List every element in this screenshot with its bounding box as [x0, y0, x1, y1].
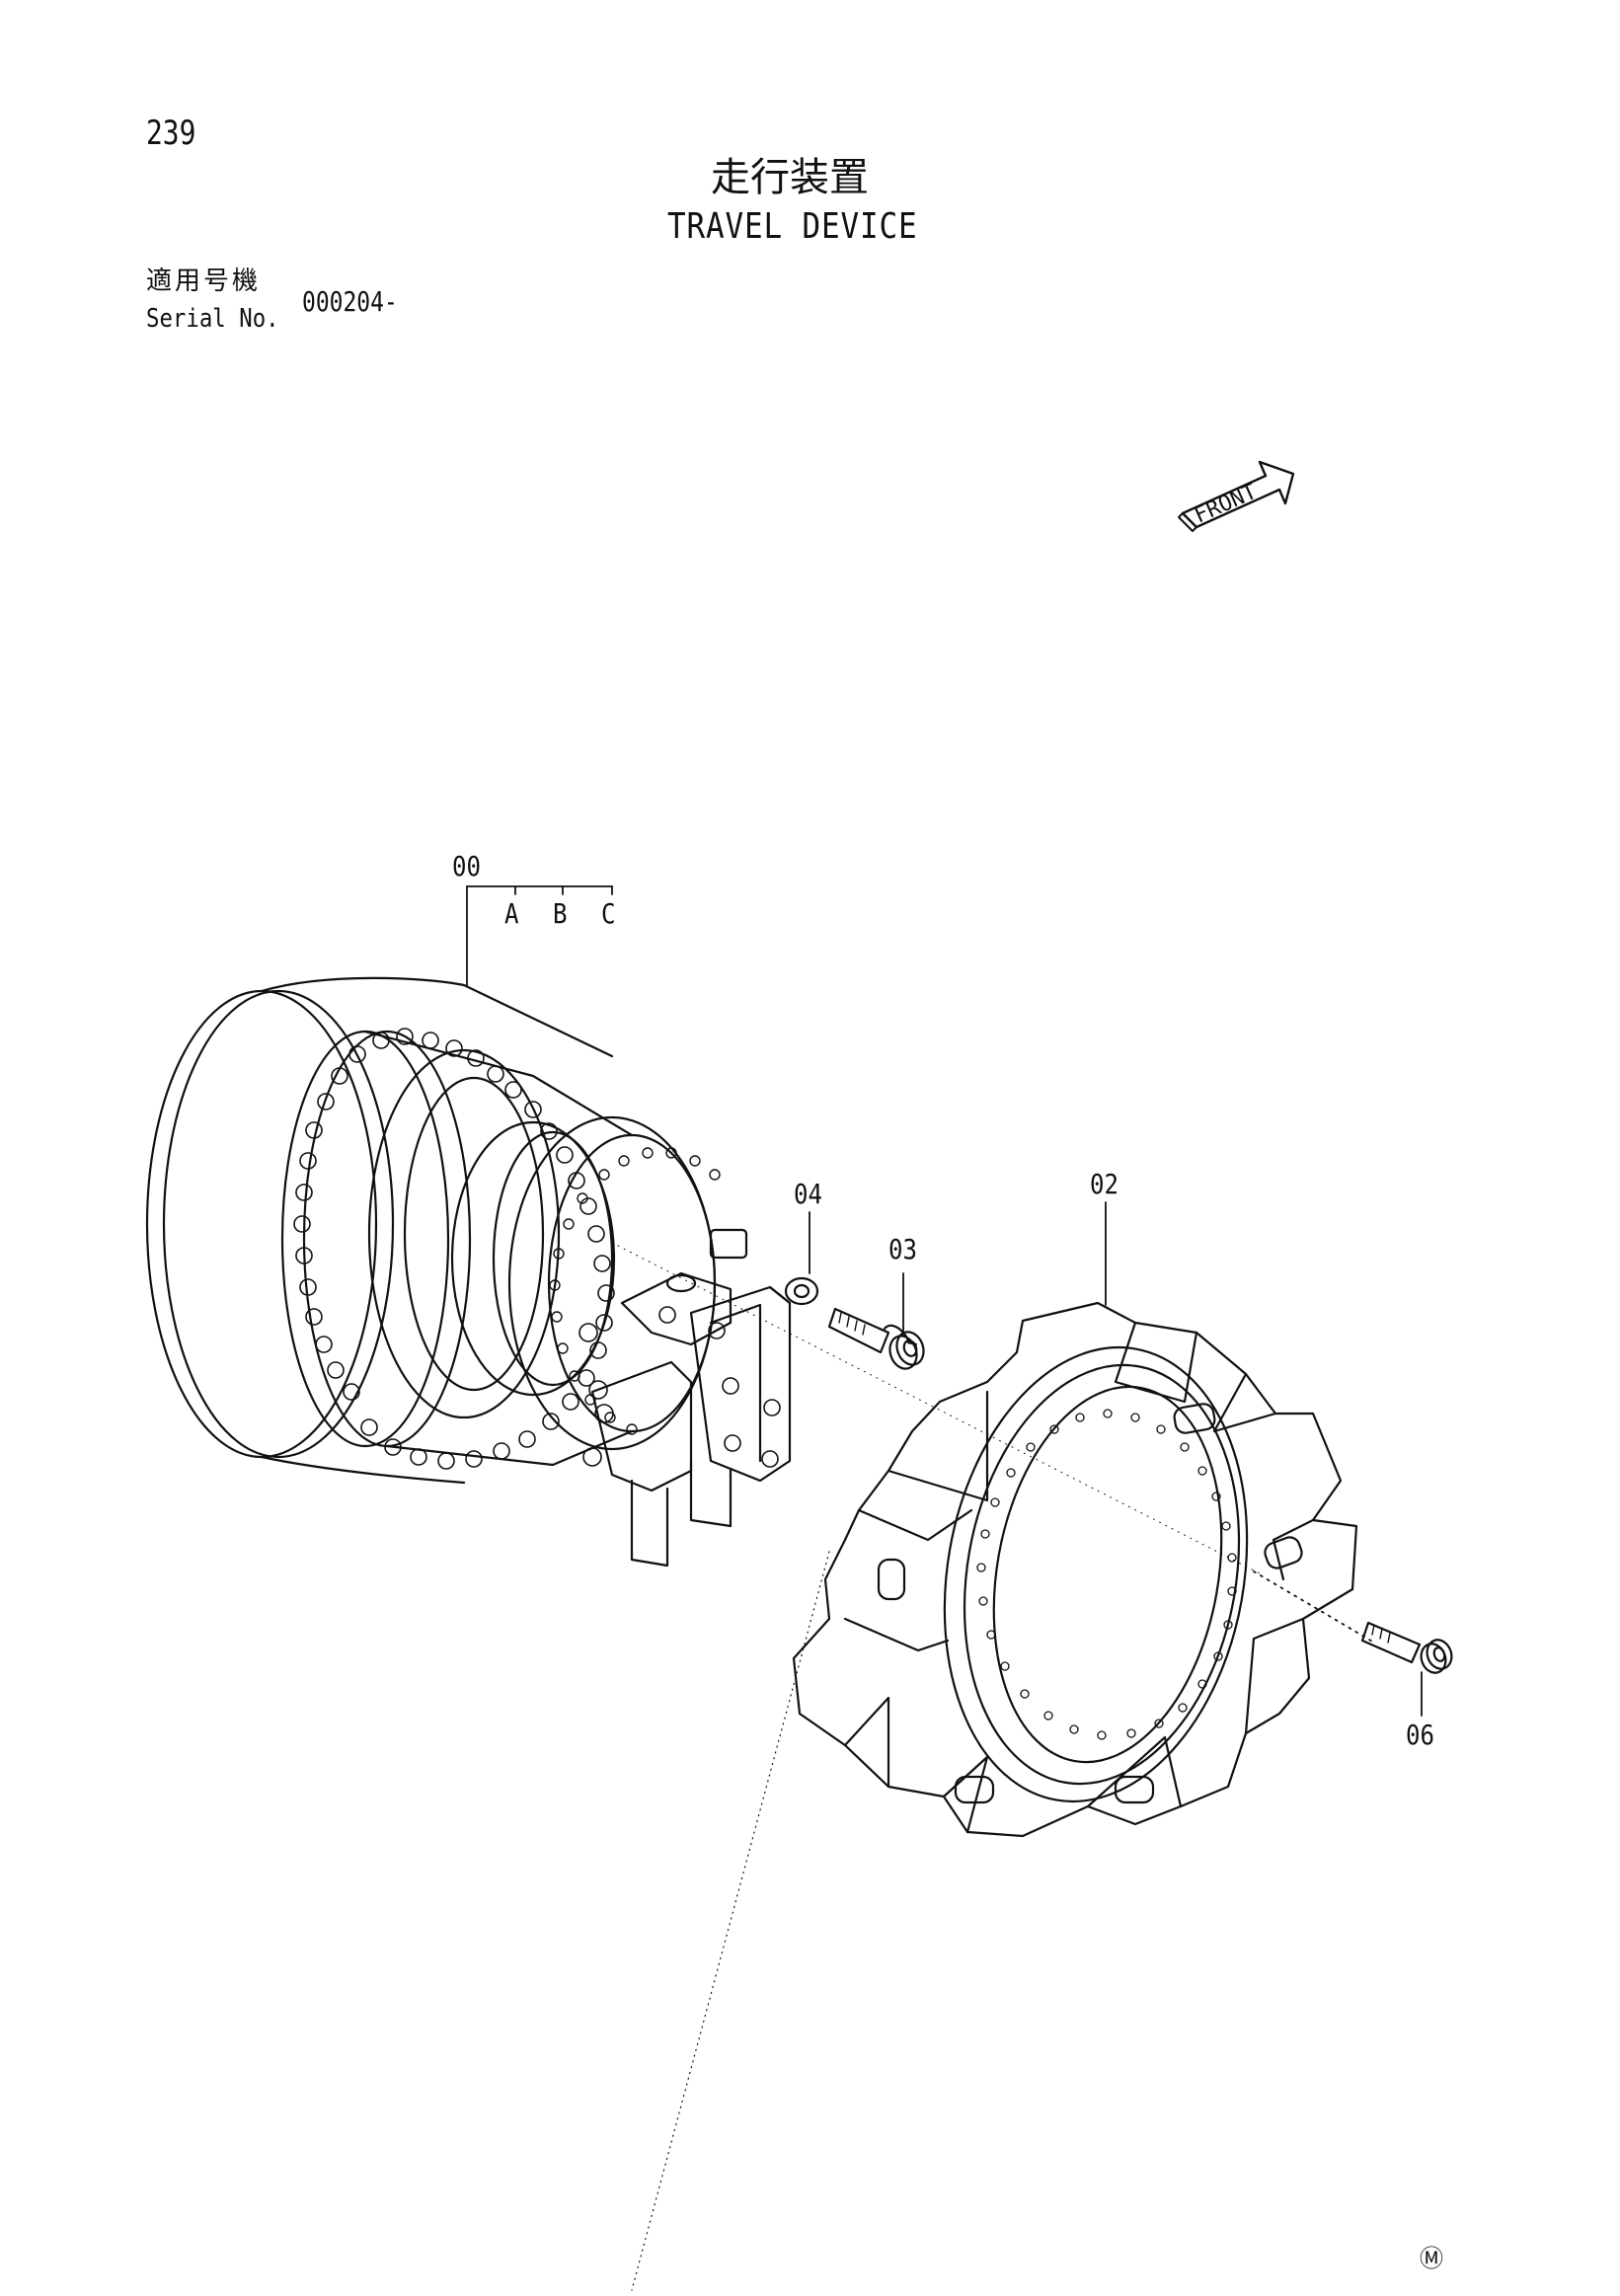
- front-arrow-icon: FRONT: [1178, 460, 1295, 532]
- washer-04: [784, 1276, 819, 1306]
- bolt-03: [827, 1307, 925, 1370]
- callout-c: C: [601, 897, 616, 930]
- serial-label-english: Serial No.: [146, 304, 279, 334]
- title-japanese: 走行装置: [711, 155, 869, 200]
- callout-a: A: [504, 897, 519, 930]
- callout-leaders: [466, 885, 1423, 2291]
- callout-06: 06: [1406, 1719, 1434, 1751]
- travel-motor-assembly: [145, 976, 792, 1568]
- callout-04: 04: [794, 1178, 822, 1210]
- serial-label-japanese: 適用号機: [146, 267, 262, 296]
- sprocket-02: [792, 1301, 1358, 1838]
- callout-b: B: [553, 897, 568, 930]
- page-number: 239: [146, 114, 196, 153]
- callout-00: 00: [452, 850, 481, 882]
- callout-02: 02: [1090, 1168, 1119, 1200]
- front-arrow-label: FRONT: [1191, 480, 1261, 529]
- title-english: TRAVEL DEVICE: [667, 206, 918, 247]
- serial-number-value: 000204-: [302, 285, 398, 318]
- bolt-06: [1360, 1621, 1453, 1674]
- footer-mark: Ⓜ: [1420, 2245, 1443, 2272]
- callout-03: 03: [888, 1233, 917, 1265]
